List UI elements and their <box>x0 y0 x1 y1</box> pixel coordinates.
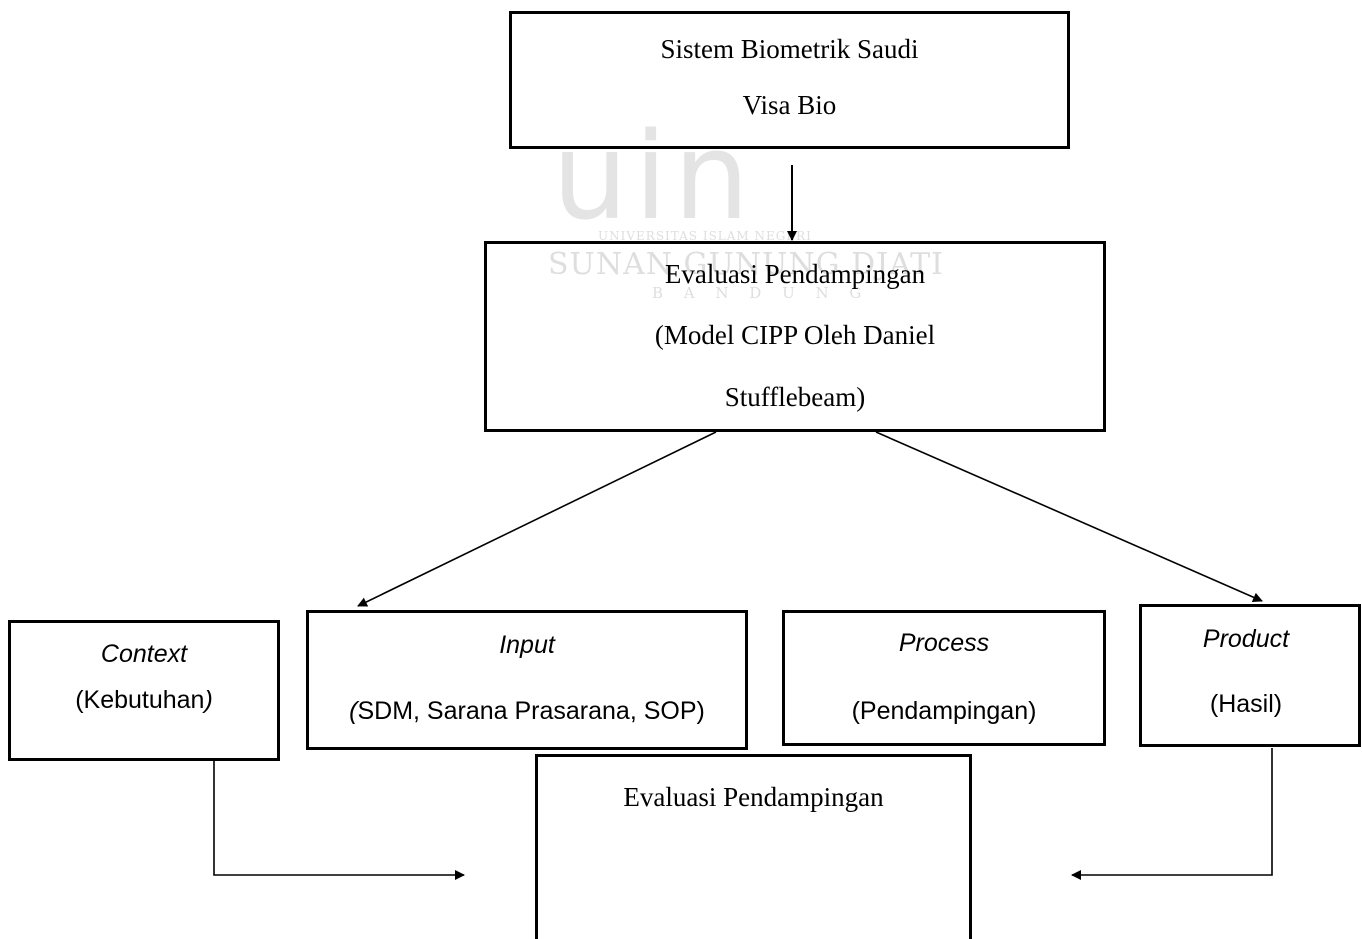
input-detail-main: SDM, Sarana Prasarana, SOP) <box>357 697 705 725</box>
process-box: Process (Pendampingan) <box>782 610 1106 746</box>
process-title: Process <box>898 629 990 657</box>
context-box: Context (Kebutuhan) <box>8 620 280 761</box>
context-detail-closing: ) <box>204 686 213 714</box>
product-box: Product (Hasil) <box>1139 604 1361 747</box>
evaluation-model-box: Evaluasi Pendampingan (Model CIPP Oleh D… <box>484 241 1106 432</box>
arrow-context-to-bottom <box>213 760 465 880</box>
arrow-evaluation-to-product <box>875 431 1263 602</box>
input-box: Input (SDM, Sarana Prasarana, SOP) <box>306 610 748 750</box>
input-title: Input <box>499 631 555 659</box>
context-title: Context <box>100 640 188 668</box>
bottom-box-title: Evaluasi Pendampingan <box>623 782 884 812</box>
input-detail-opening: ( <box>349 697 358 725</box>
product-title: Product <box>1202 625 1290 653</box>
context-detail: (Kebutuhan) <box>11 688 277 713</box>
process-detail: (Pendampingan) <box>851 697 1037 725</box>
top-box-subtitle: Visa Bio <box>742 90 837 120</box>
evaluation-box-author: Stufflebeam) <box>724 382 866 412</box>
arrow-evaluation-to-input <box>357 431 717 607</box>
context-detail-main: (Kebutuhan <box>75 686 205 714</box>
bottom-evaluation-box: Evaluasi Pendampingan <box>535 754 972 939</box>
product-detail: (Hasil) <box>1209 690 1283 718</box>
evaluation-box-title: Evaluasi Pendampingan <box>664 259 926 289</box>
evaluation-box-model: (Model CIPP Oleh Daniel <box>654 320 936 350</box>
input-detail: (SDM, Sarana Prasarana, SOP) <box>309 699 745 724</box>
top-box-title: Sistem Biometrik Saudi <box>660 34 919 64</box>
top-system-box: Sistem Biometrik Saudi Visa Bio <box>509 11 1070 149</box>
arrow-product-to-bottom <box>1071 748 1273 880</box>
